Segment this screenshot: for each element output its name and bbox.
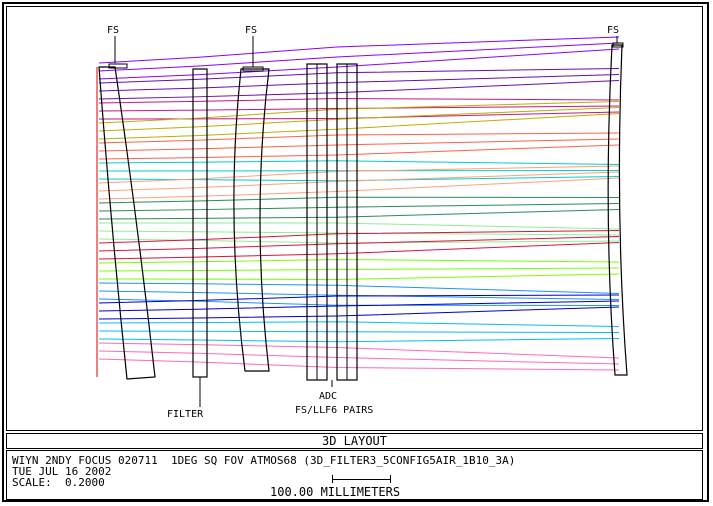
ray (98, 294, 620, 304)
info-line-1: WIYN 2NDY FOCUS 020711 1DEG SQ FOV ATMOS… (12, 454, 516, 467)
lens-fs-3 (607, 44, 628, 376)
layout-title-text: 3D LAYOUT (321, 434, 388, 448)
ray (98, 230, 620, 244)
ray (98, 107, 620, 132)
ray (98, 68, 620, 84)
ray-bundle (98, 36, 620, 371)
ray (99, 222, 620, 230)
optical-layout: FS FS FS FILTER ADC FS/LLF6 PAIRS (96, 25, 628, 420)
ray (98, 74, 620, 92)
label-adc-pairs: FS/LLF6 PAIRS (295, 405, 373, 416)
layout-panel: FS FS FS FILTER ADC FS/LLF6 PAIRS (6, 6, 703, 431)
ray (98, 196, 620, 204)
label-filter: FILTER (167, 409, 204, 420)
label-fs-3: FS (607, 25, 619, 36)
ray (98, 242, 620, 260)
info-line-3: SCALE: 0.2000 (12, 476, 105, 489)
ray (98, 48, 620, 80)
info-line-2: TUE JUL 16 2002 (12, 465, 112, 478)
ray (98, 330, 620, 333)
ray (98, 160, 620, 165)
lens-fs-3-rim (612, 42, 624, 48)
ray (98, 203, 620, 212)
scale-bar (332, 475, 391, 483)
ray (98, 300, 620, 312)
ray (98, 171, 620, 192)
ray (98, 144, 620, 160)
ray (98, 101, 620, 124)
ray (98, 258, 620, 264)
lens-fs-2 (233, 68, 270, 372)
ray (98, 321, 620, 327)
ray (98, 111, 620, 120)
ray (98, 338, 620, 343)
ray (98, 36, 620, 64)
ray (98, 165, 620, 184)
ray (98, 176, 620, 182)
ray (98, 80, 620, 100)
ray (98, 177, 620, 200)
ray (98, 306, 620, 320)
ray (98, 267, 620, 272)
ray (98, 230, 620, 236)
lens-fs-1 (98, 66, 156, 380)
scale-label: 100.00 MILLIMETERS (270, 485, 401, 499)
ray (98, 209, 620, 220)
label-fs-2: FS (245, 25, 257, 36)
lens-fs-1-rim (108, 63, 128, 69)
ray (98, 113, 620, 140)
ray (98, 132, 620, 144)
ray (98, 42, 620, 72)
ray (98, 170, 620, 172)
info-block: WIYN 2NDY FOCUS 020711 1DEG SQ FOV ATMOS… (6, 450, 703, 500)
ray (98, 358, 620, 371)
layout-title: 3D LAYOUT (6, 433, 703, 449)
ray (98, 342, 620, 359)
label-adc: ADC (319, 391, 337, 402)
ray (98, 97, 620, 104)
ray (98, 350, 620, 365)
ray (98, 236, 620, 252)
ray (98, 282, 620, 294)
ray (98, 238, 620, 244)
ray (98, 138, 620, 152)
ray (98, 105, 620, 112)
label-fs-1: FS (107, 25, 119, 36)
ray (98, 290, 620, 300)
diagram-frame (2, 2, 709, 502)
ray (98, 298, 620, 306)
ray (98, 273, 620, 281)
